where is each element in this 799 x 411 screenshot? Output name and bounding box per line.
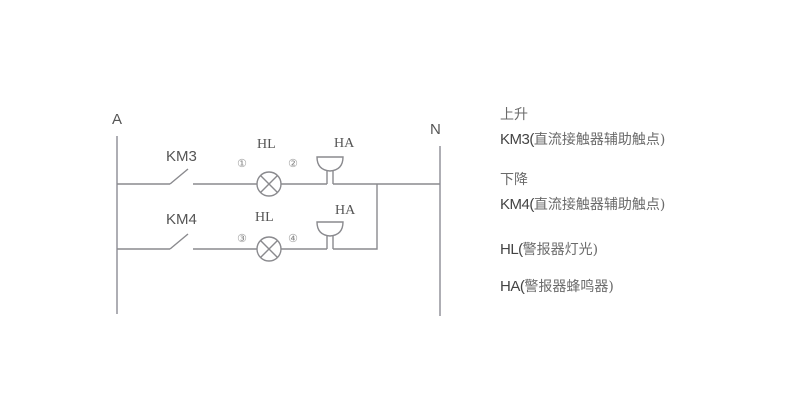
legend-code: KM4( <box>500 196 534 213</box>
switch-km4-blade <box>169 233 189 250</box>
buzzer-icon <box>316 221 344 249</box>
switch-km3-blade <box>169 168 189 185</box>
branch-km3: KM3 HL HA ① ② <box>117 136 440 197</box>
rail-n-label: N <box>430 121 441 138</box>
legend-desc: 直流接触器辅助触点) <box>533 132 666 148</box>
branch-km4: KM4 HL HA ③ ④ <box>117 184 378 262</box>
legend-desc: 警报器蜂鸣器) <box>524 279 614 295</box>
legend-desc: 警报器灯光) <box>522 242 599 258</box>
legend-item-hl: HL(警报器灯光) <box>500 239 598 259</box>
legend-desc: 直流接触器辅助触点) <box>533 197 666 213</box>
lamp-label: HL <box>255 210 274 225</box>
node-label: ② <box>288 157 298 170</box>
switch-km4-label: KM4 <box>166 211 197 228</box>
legend-item-ha: HA(警报器蜂鸣器) <box>500 276 614 296</box>
legend-title-up: 上升 <box>500 107 528 123</box>
node-label: ④ <box>288 232 298 245</box>
legend-item-km3: KM3(直流接触器辅助触点) <box>500 129 665 149</box>
lamp-icon <box>256 171 282 197</box>
node-label: ① <box>237 157 247 170</box>
legend-code: HA( <box>500 278 525 295</box>
rail-a-label: A <box>112 111 122 128</box>
buzzer-icon <box>316 156 344 184</box>
wire <box>333 184 378 250</box>
legend-item-km4: KM4(直流接触器辅助触点) <box>500 194 665 214</box>
switch-km3-label: KM3 <box>166 148 197 165</box>
legend-code: KM3( <box>500 131 534 148</box>
legend-title-down: 下降 <box>500 172 528 188</box>
lamp-label: HL <box>257 137 276 152</box>
buzzer-label: HA <box>335 203 356 218</box>
node-label: ③ <box>237 232 247 245</box>
legend-code: HL( <box>500 241 523 258</box>
lamp-icon <box>256 236 282 262</box>
buzzer-label: HA <box>334 136 355 151</box>
